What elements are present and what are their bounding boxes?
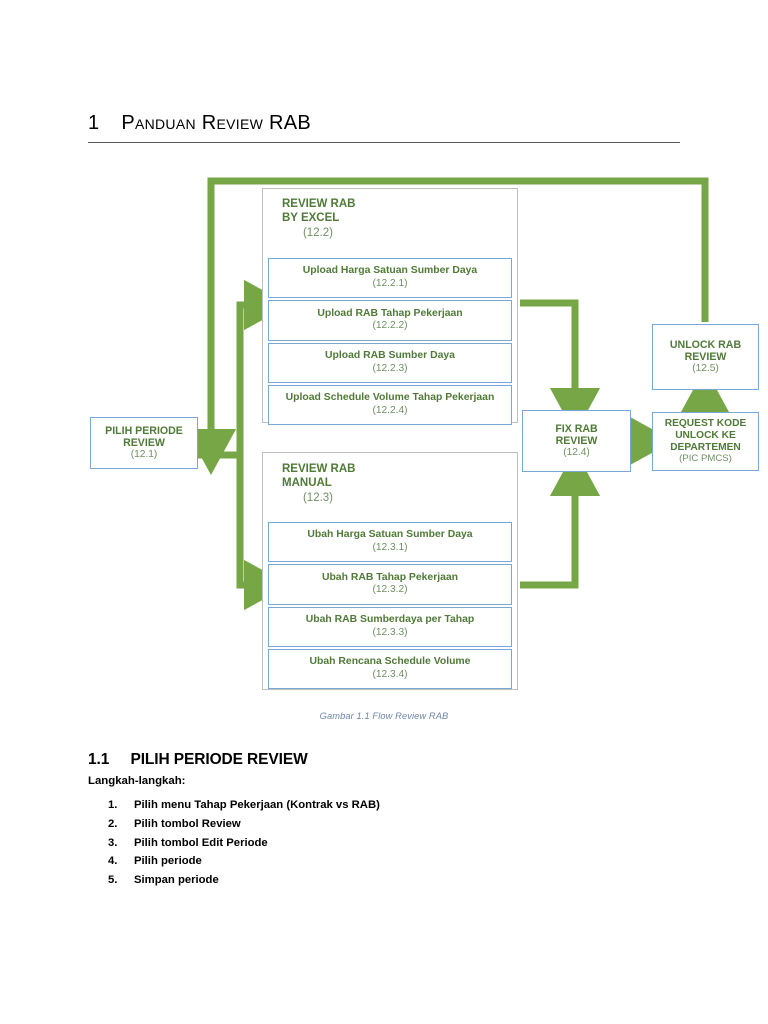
node-title-line3: DEPARTEMEN — [670, 441, 741, 453]
group-manual-heading: REVIEW RAB MANUAL (12.3) — [282, 462, 355, 505]
list-item: 2. Pilih tombol Review — [108, 817, 628, 830]
list-item-number: 5. — [108, 874, 118, 887]
group-code: (12.2) — [302, 226, 334, 239]
group-title-line2: MANUAL — [282, 477, 332, 490]
row-upload-schedule-volume[interactable]: Upload Schedule Volume Tahap Pekerjaan (… — [268, 385, 512, 425]
node-title-line2: REVIEW — [123, 436, 165, 449]
list-item-text: Pilih menu Tahap Pekerjaan (Kontrak vs R… — [134, 799, 380, 811]
row-code: (12.2.3) — [372, 362, 408, 374]
row-upload-harga-satuan[interactable]: Upload Harga Satuan Sumber Daya (12.2.1) — [268, 258, 512, 298]
node-title-line2: REVIEW — [555, 434, 598, 447]
list-item-number: 3. — [108, 836, 118, 849]
node-code: (12.4) — [563, 447, 590, 459]
group-code: (12.3) — [302, 491, 334, 504]
list-item-number: 4. — [108, 855, 118, 868]
row-code: (12.3.1) — [372, 541, 408, 553]
heading-text: Panduan Review RAB — [121, 112, 311, 134]
row-label: Upload Schedule Volume Tahap Pekerjaan — [285, 392, 495, 404]
section-heading: 1.1 PILIH PERIODE REVIEW — [88, 751, 308, 769]
steps-list: 1. Pilih menu Tahap Pekerjaan (Kontrak v… — [108, 799, 628, 894]
list-item-number: 1. — [108, 799, 118, 811]
list-item: 5. Simpan periode — [108, 874, 628, 887]
node-title-line1: UNLOCK RAB — [669, 338, 742, 351]
node-unlock-rab-review[interactable]: UNLOCK RAB REVIEW (12.5) — [652, 324, 759, 390]
flow-diagram: PILIH PERIODE REVIEW (12.1) REVIEW RAB B… — [90, 177, 759, 721]
section-lead: Langkah-langkah: — [88, 775, 186, 787]
list-item-number: 2. — [108, 817, 118, 830]
list-item-text: Pilih periode — [134, 855, 202, 868]
row-code: (12.3.3) — [372, 626, 408, 638]
group-excel-heading: REVIEW RAB BY EXCEL (12.2) — [282, 197, 355, 240]
row-code: (12.2.4) — [372, 404, 408, 416]
list-item: 1. Pilih menu Tahap Pekerjaan (Kontrak v… — [108, 799, 628, 811]
row-label: Upload RAB Tahap Pekerjaan — [317, 307, 463, 319]
group-title-line1: REVIEW RAB — [282, 463, 356, 475]
row-ubah-rab-tahap-pekerjaan[interactable]: Ubah RAB Tahap Pekerjaan (12.3.2) — [268, 564, 512, 605]
heading-number: 1 — [88, 112, 100, 134]
node-pilih-periode-review[interactable]: PILIH PERIODE REVIEW (12.1) — [90, 417, 198, 469]
heading-rule — [88, 142, 680, 143]
list-item: 4. Pilih periode — [108, 855, 628, 868]
row-code: (12.2.1) — [372, 277, 408, 289]
node-title-line1: PILIH PERIODE — [105, 424, 183, 437]
node-title-line2: REVIEW — [684, 350, 727, 363]
row-label: Upload Harga Satuan Sumber Daya — [302, 265, 478, 277]
row-label: Upload RAB Sumber Daya — [325, 350, 455, 362]
row-upload-rab-sumber-daya[interactable]: Upload RAB Sumber Daya (12.2.3) — [268, 343, 512, 383]
row-upload-rab-tahap-pekerjaan[interactable]: Upload RAB Tahap Pekerjaan (12.2.2) — [268, 300, 512, 341]
list-item: 3. Pilih tombol Edit Periode — [108, 836, 628, 849]
node-title-line2: UNLOCK KE — [675, 429, 736, 441]
row-ubah-rencana-schedule-volume[interactable]: Ubah Rencana Schedule Volume (12.3.4) — [268, 649, 512, 689]
row-label: Ubah Rencana Schedule Volume — [309, 656, 471, 668]
list-item-text: Simpan periode — [134, 874, 219, 887]
node-title-line1: FIX RAB — [555, 422, 598, 435]
page-title: 1 Panduan Review RAB — [88, 112, 680, 143]
row-ubah-harga-satuan[interactable]: Ubah Harga Satuan Sumber Daya (12.3.1) — [268, 522, 512, 562]
node-code: (12.5) — [692, 363, 719, 375]
list-item-text: Pilih tombol Edit Periode — [134, 836, 268, 849]
flow-connectors — [185, 177, 731, 611]
figure-caption: Gambar 1.1 Flow Review RAB — [319, 711, 449, 721]
node-fix-rab-review[interactable]: FIX RAB REVIEW (12.4) — [522, 410, 631, 472]
group-title-line2: BY EXCEL — [282, 212, 340, 225]
row-label: Ubah RAB Tahap Pekerjaan — [321, 571, 459, 583]
list-item-text: Pilih tombol Review — [134, 817, 241, 830]
node-request-kode-unlock[interactable]: REQUEST KODE UNLOCK KE DEPARTEMEN (PIC P… — [652, 412, 759, 471]
node-code: (12.1) — [130, 449, 158, 461]
row-ubah-rab-sumberdaya-per-tahap[interactable]: Ubah RAB Sumberdaya per Tahap (12.3.3) — [268, 607, 512, 647]
row-label: Ubah Harga Satuan Sumber Daya — [307, 529, 473, 541]
section-number: 1.1 — [88, 751, 110, 768]
group-title-line1: REVIEW RAB — [282, 198, 356, 210]
node-title-line1: REQUEST KODE — [664, 418, 747, 429]
row-label: Ubah RAB Sumberdaya per Tahap — [305, 614, 475, 626]
row-code: (12.3.4) — [372, 668, 408, 680]
row-code: (12.2.2) — [372, 320, 408, 332]
row-code: (12.3.2) — [372, 584, 408, 596]
section-title: PILIH PERIODE REVIEW — [130, 751, 308, 768]
node-code: (PIC PMCS) — [679, 453, 732, 465]
